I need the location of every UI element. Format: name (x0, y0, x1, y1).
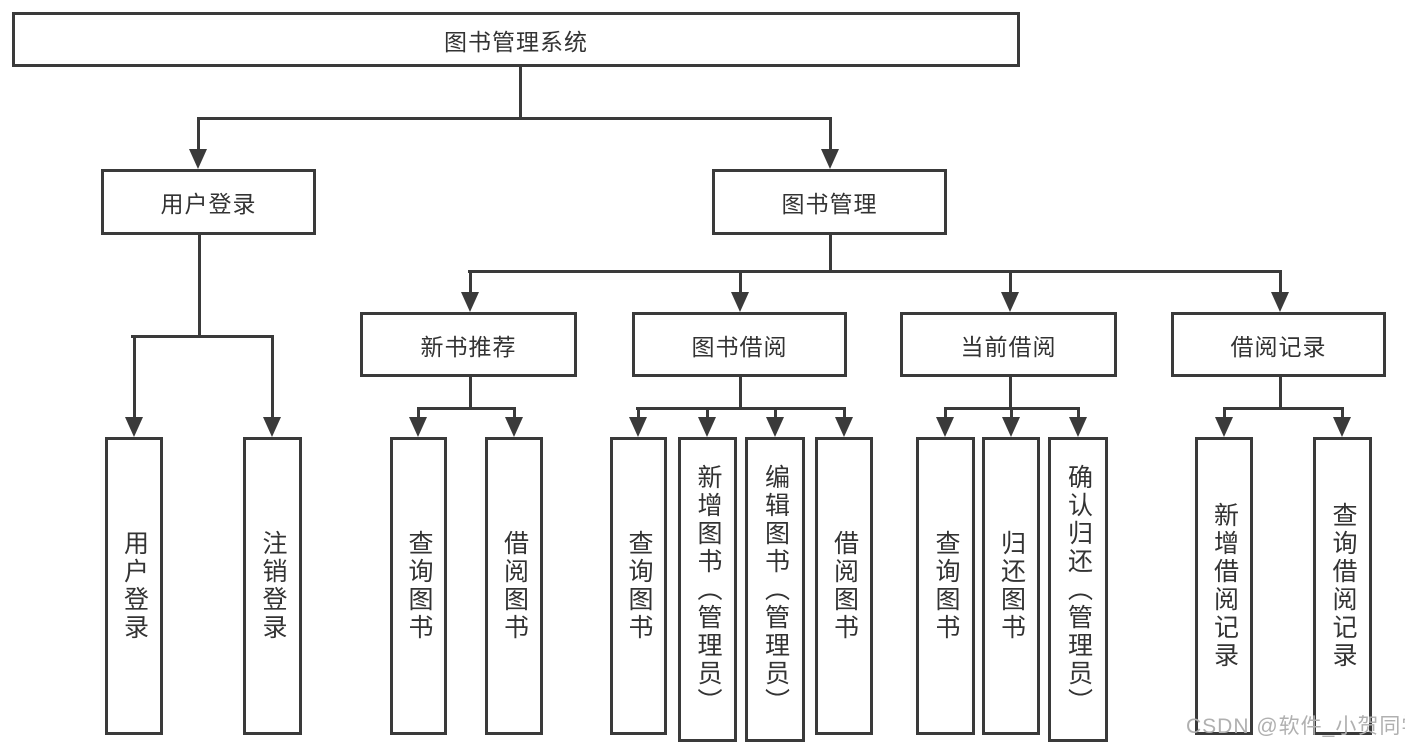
connector-line (197, 117, 200, 152)
connector-line (131, 335, 274, 338)
connector-line (519, 67, 522, 119)
node-book-borrowing: 图书借阅 (632, 312, 847, 377)
node-label: 新增图书（管理员） (694, 463, 722, 716)
arrow-down-icon (766, 417, 784, 437)
connector-line (637, 407, 640, 421)
connector-line (636, 407, 846, 410)
node-label: 查询图书 (405, 530, 433, 642)
leaf-query-books-current: 查询图书 (916, 437, 975, 735)
leaf-query-books-borrow: 查询图书 (610, 437, 667, 735)
arrow-down-icon (189, 149, 207, 169)
connector-line (944, 407, 947, 421)
arrow-down-icon (263, 417, 281, 437)
node-borrowing-records: 借阅记录 (1171, 312, 1386, 377)
connector-line (774, 407, 777, 421)
arrow-down-icon (1215, 417, 1233, 437)
connector-line (739, 270, 742, 295)
connector-line (1279, 377, 1282, 410)
leaf-user-login: 用户登录 (105, 437, 163, 735)
node-label: 确认归还（管理员） (1064, 463, 1093, 716)
connector-line (469, 377, 472, 410)
arrow-down-icon (698, 417, 716, 437)
connector-line (739, 377, 742, 410)
connector-line (843, 407, 846, 421)
connector-line (829, 235, 832, 273)
connector-line (513, 407, 516, 421)
connector-line (271, 335, 274, 420)
node-book-management: 图书管理 (712, 169, 947, 235)
connector-line (1341, 407, 1344, 421)
node-label: 归还图书 (997, 530, 1026, 642)
leaf-borrow-books-recommend: 借阅图书 (485, 437, 543, 735)
arrow-down-icon (409, 417, 427, 437)
node-new-book-recommend: 新书推荐 (360, 312, 577, 377)
arrow-down-icon (505, 417, 523, 437)
node-user-login: 用户登录 (101, 169, 316, 235)
node-label: 编辑图书（管理员） (761, 463, 790, 716)
connector-line (133, 335, 136, 420)
arrow-down-icon (1069, 417, 1087, 437)
node-library-management-system: 图书管理系统 (12, 12, 1020, 67)
node-label: 图书管理 (781, 191, 878, 217)
connector-line (417, 407, 420, 421)
connector-line (1077, 407, 1080, 421)
connector-line (1279, 270, 1282, 295)
connector-line (197, 117, 832, 120)
leaf-edit-books-admin: 编辑图书（管理员） (745, 437, 805, 742)
arrow-down-icon (821, 149, 839, 169)
leaf-add-borrow-record: 新增借阅记录 (1195, 437, 1253, 735)
node-label: 查询图书 (932, 530, 960, 642)
node-label: 借阅图书 (830, 530, 859, 642)
connector-line (198, 235, 201, 338)
node-label: 查询借阅记录 (1329, 502, 1357, 670)
node-label: 当前借阅 (960, 333, 1057, 360)
connector-line (706, 407, 709, 421)
arrow-down-icon (731, 292, 749, 312)
connector-line (417, 407, 516, 410)
node-label: 新书推荐 (420, 333, 517, 360)
leaf-add-books-admin: 新增图书（管理员） (678, 437, 737, 742)
connector-line (1009, 270, 1012, 295)
node-label: 注销登录 (259, 530, 287, 642)
arrow-down-icon (1333, 417, 1351, 437)
leaf-query-borrow-record: 查询借阅记录 (1313, 437, 1372, 735)
connector-line (1223, 407, 1226, 421)
node-label: 新增借阅记录 (1210, 502, 1239, 670)
leaf-logout: 注销登录 (243, 437, 302, 735)
connector-line (829, 117, 832, 152)
arrow-down-icon (936, 417, 954, 437)
arrow-down-icon (461, 292, 479, 312)
node-label: 借阅记录 (1230, 333, 1327, 360)
leaf-borrow-books: 借阅图书 (815, 437, 873, 735)
node-label: 借阅图书 (500, 530, 529, 642)
node-label: 图书借阅 (691, 333, 788, 360)
node-label: 用户登录 (160, 191, 257, 217)
arrow-down-icon (1271, 292, 1289, 312)
arrow-down-icon (1002, 417, 1020, 437)
leaf-confirm-return-admin: 确认归还（管理员） (1048, 437, 1108, 742)
connector-line (1009, 377, 1012, 410)
arrow-down-icon (835, 417, 853, 437)
connector-line (1010, 407, 1013, 421)
connector-line (468, 270, 1282, 273)
connector-line (1223, 407, 1344, 410)
arrow-down-icon (125, 417, 143, 437)
csdn-watermark: CSDN @软件_小贺同学 (1186, 715, 1405, 738)
node-label: 查询图书 (625, 530, 653, 642)
arrow-down-icon (629, 417, 647, 437)
node-label: 图书管理系统 (444, 28, 588, 55)
node-label: 用户登录 (120, 530, 149, 642)
node-current-borrowing: 当前借阅 (900, 312, 1117, 377)
leaf-query-books-recommend: 查询图书 (390, 437, 447, 735)
arrow-down-icon (1001, 292, 1019, 312)
connector-line (469, 270, 472, 295)
leaf-return-books: 归还图书 (982, 437, 1040, 735)
